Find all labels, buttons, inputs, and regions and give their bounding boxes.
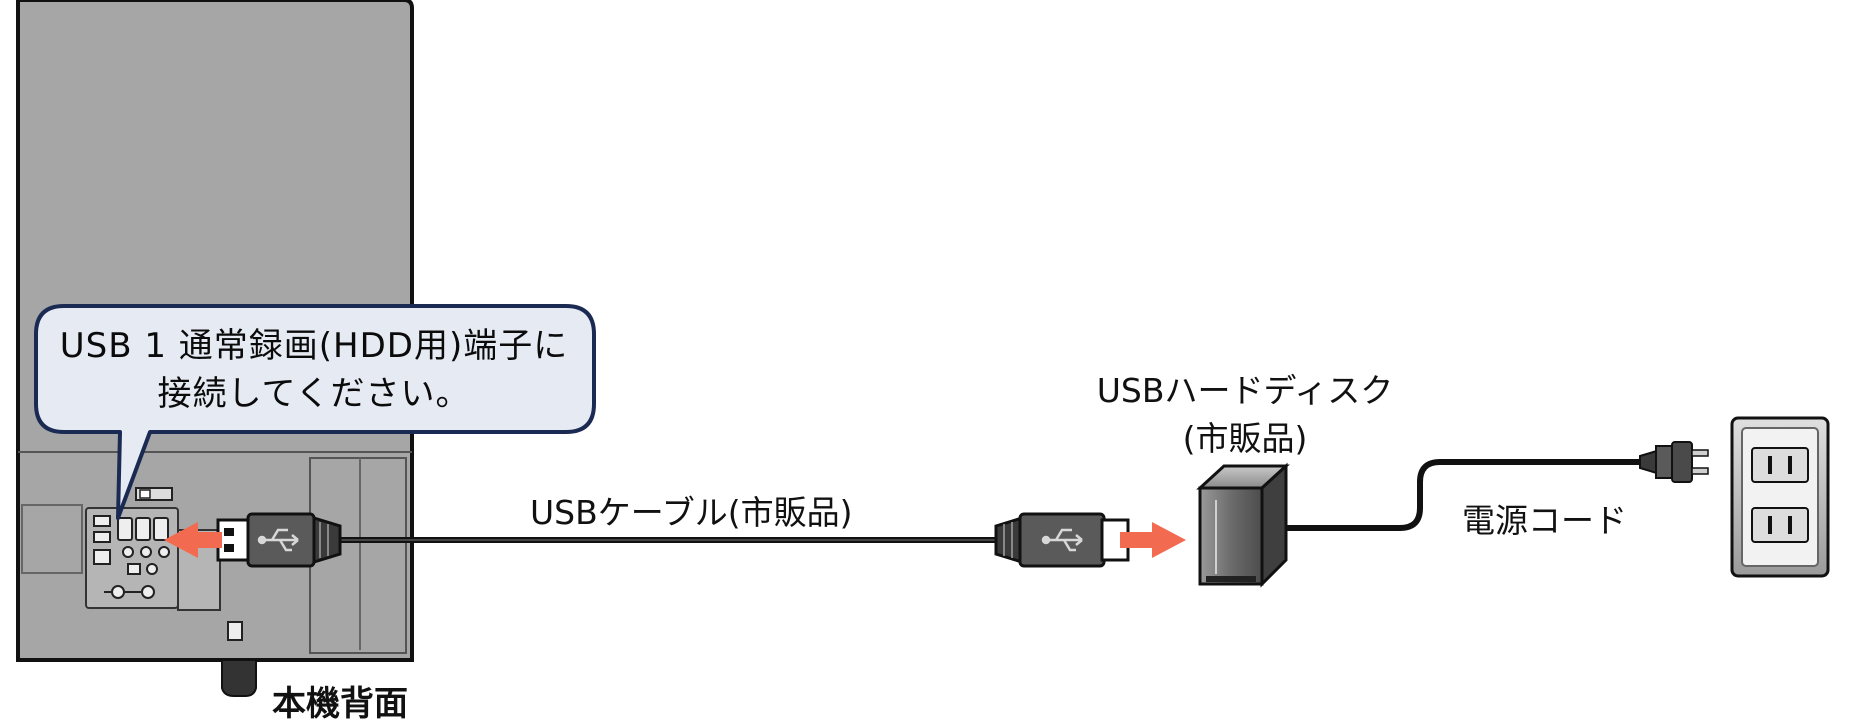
usb-icon [257, 528, 299, 552]
power-cord [1286, 459, 1650, 531]
wall-outlet-icon [1730, 416, 1830, 578]
tv-rear-label: 本機背面 [272, 684, 408, 724]
usb-icon [1041, 528, 1083, 552]
callout-line-1: USB 1 通常録画(HDD用)端子に [59, 326, 569, 366]
callout-bubble [34, 304, 596, 520]
power-plug-icon [1639, 441, 1709, 483]
usb-cable-label: USBケーブル(市販品) [530, 493, 853, 532]
callout-line-2: 接続してください。 [157, 374, 471, 414]
hdd-label-line-1: USBハードディスク [1096, 371, 1394, 410]
callout-message: USB 1 通常録画(HDD用)端子に 接続してください。 [44, 322, 584, 418]
hdd-label: USBハードディスク (市販品) [1080, 364, 1410, 460]
arrow-right-icon [1120, 522, 1186, 558]
usb-plug-hdd-end [994, 512, 1130, 568]
power-cord-label: 電源コード [1462, 501, 1627, 540]
arrow-left-icon [164, 522, 222, 558]
usb-plug-tv-end [216, 512, 342, 568]
hdd-label-line-2: (市販品) [1182, 419, 1308, 458]
hard-disk-icon [1196, 462, 1290, 588]
